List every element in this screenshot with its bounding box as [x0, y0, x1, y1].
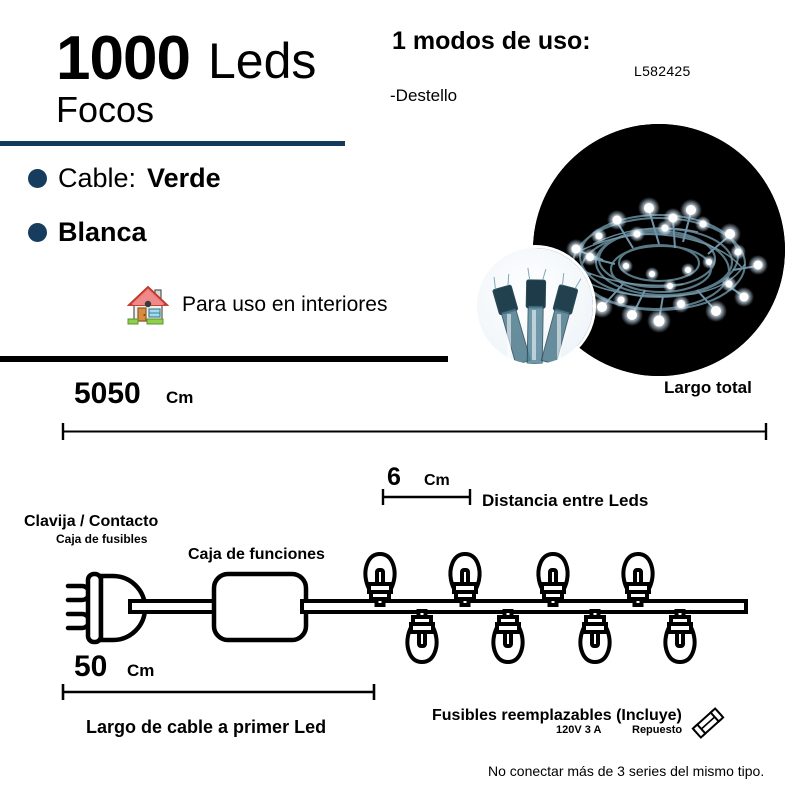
indoor-use-row: Para uso en interiores — [125, 283, 387, 327]
fuse-icon — [688, 703, 728, 743]
bulbs-up — [363, 551, 655, 607]
first-led-label: Largo de cable a primer Led — [86, 717, 327, 737]
total-length-dimension-line — [60, 420, 770, 442]
indoor-use-label: Para uso en interiores — [182, 293, 388, 316]
led-unit-label: Leds — [208, 33, 317, 89]
fuse-rating: 120V 3 A — [556, 724, 602, 736]
spec-cable-value: Verde — [147, 163, 221, 193]
total-length-value: 5050 — [74, 377, 141, 410]
modes-title: 1 modos de uso: — [392, 27, 591, 55]
functionbox-label: Caja de funciones — [188, 546, 325, 563]
bullet-dot-icon — [28, 223, 47, 242]
plug-label: Clavija / Contacto — [24, 513, 159, 530]
fuses-title: Fusibles reemplazables (Incluye) — [432, 707, 682, 724]
divider-navy — [0, 141, 345, 146]
first-led-unit: Cm — [127, 661, 155, 680]
footer-note: No conectar más de 3 series del mismo ti… — [488, 763, 765, 779]
divider-black — [0, 356, 448, 362]
led-spacing-dimension-line — [380, 487, 474, 507]
led-spacing-unit: Cm — [424, 472, 450, 489]
product-photo-closeup — [477, 248, 593, 364]
spec-cable: Cable: Verde — [28, 163, 221, 194]
fuse-spare-label: Repuesto — [632, 724, 683, 736]
first-led-dimension-line — [60, 682, 378, 702]
light-string-diagram — [50, 548, 760, 668]
page-subtitle: Focos — [56, 89, 155, 130]
total-length-label: Largo total — [664, 378, 752, 397]
total-length-unit: Cm — [166, 388, 194, 407]
bullet-dot-icon — [28, 169, 47, 188]
mode-item-0: -Destello — [390, 86, 458, 105]
fusebox-label: Caja de fusibles — [56, 532, 148, 546]
led-spacing-value: 6 — [387, 463, 401, 491]
bulbs-down — [405, 609, 697, 665]
spec-cable-label: Cable: — [58, 163, 137, 193]
house-icon — [125, 283, 171, 327]
spec-color: Blanca — [28, 217, 147, 248]
led-count: 1000 — [56, 24, 191, 93]
product-code: L582425 — [634, 63, 691, 79]
led-spacing-label: Distancia entre Leds — [482, 491, 649, 510]
first-led-value: 50 — [74, 650, 108, 683]
spec-color-value: Blanca — [58, 217, 147, 247]
